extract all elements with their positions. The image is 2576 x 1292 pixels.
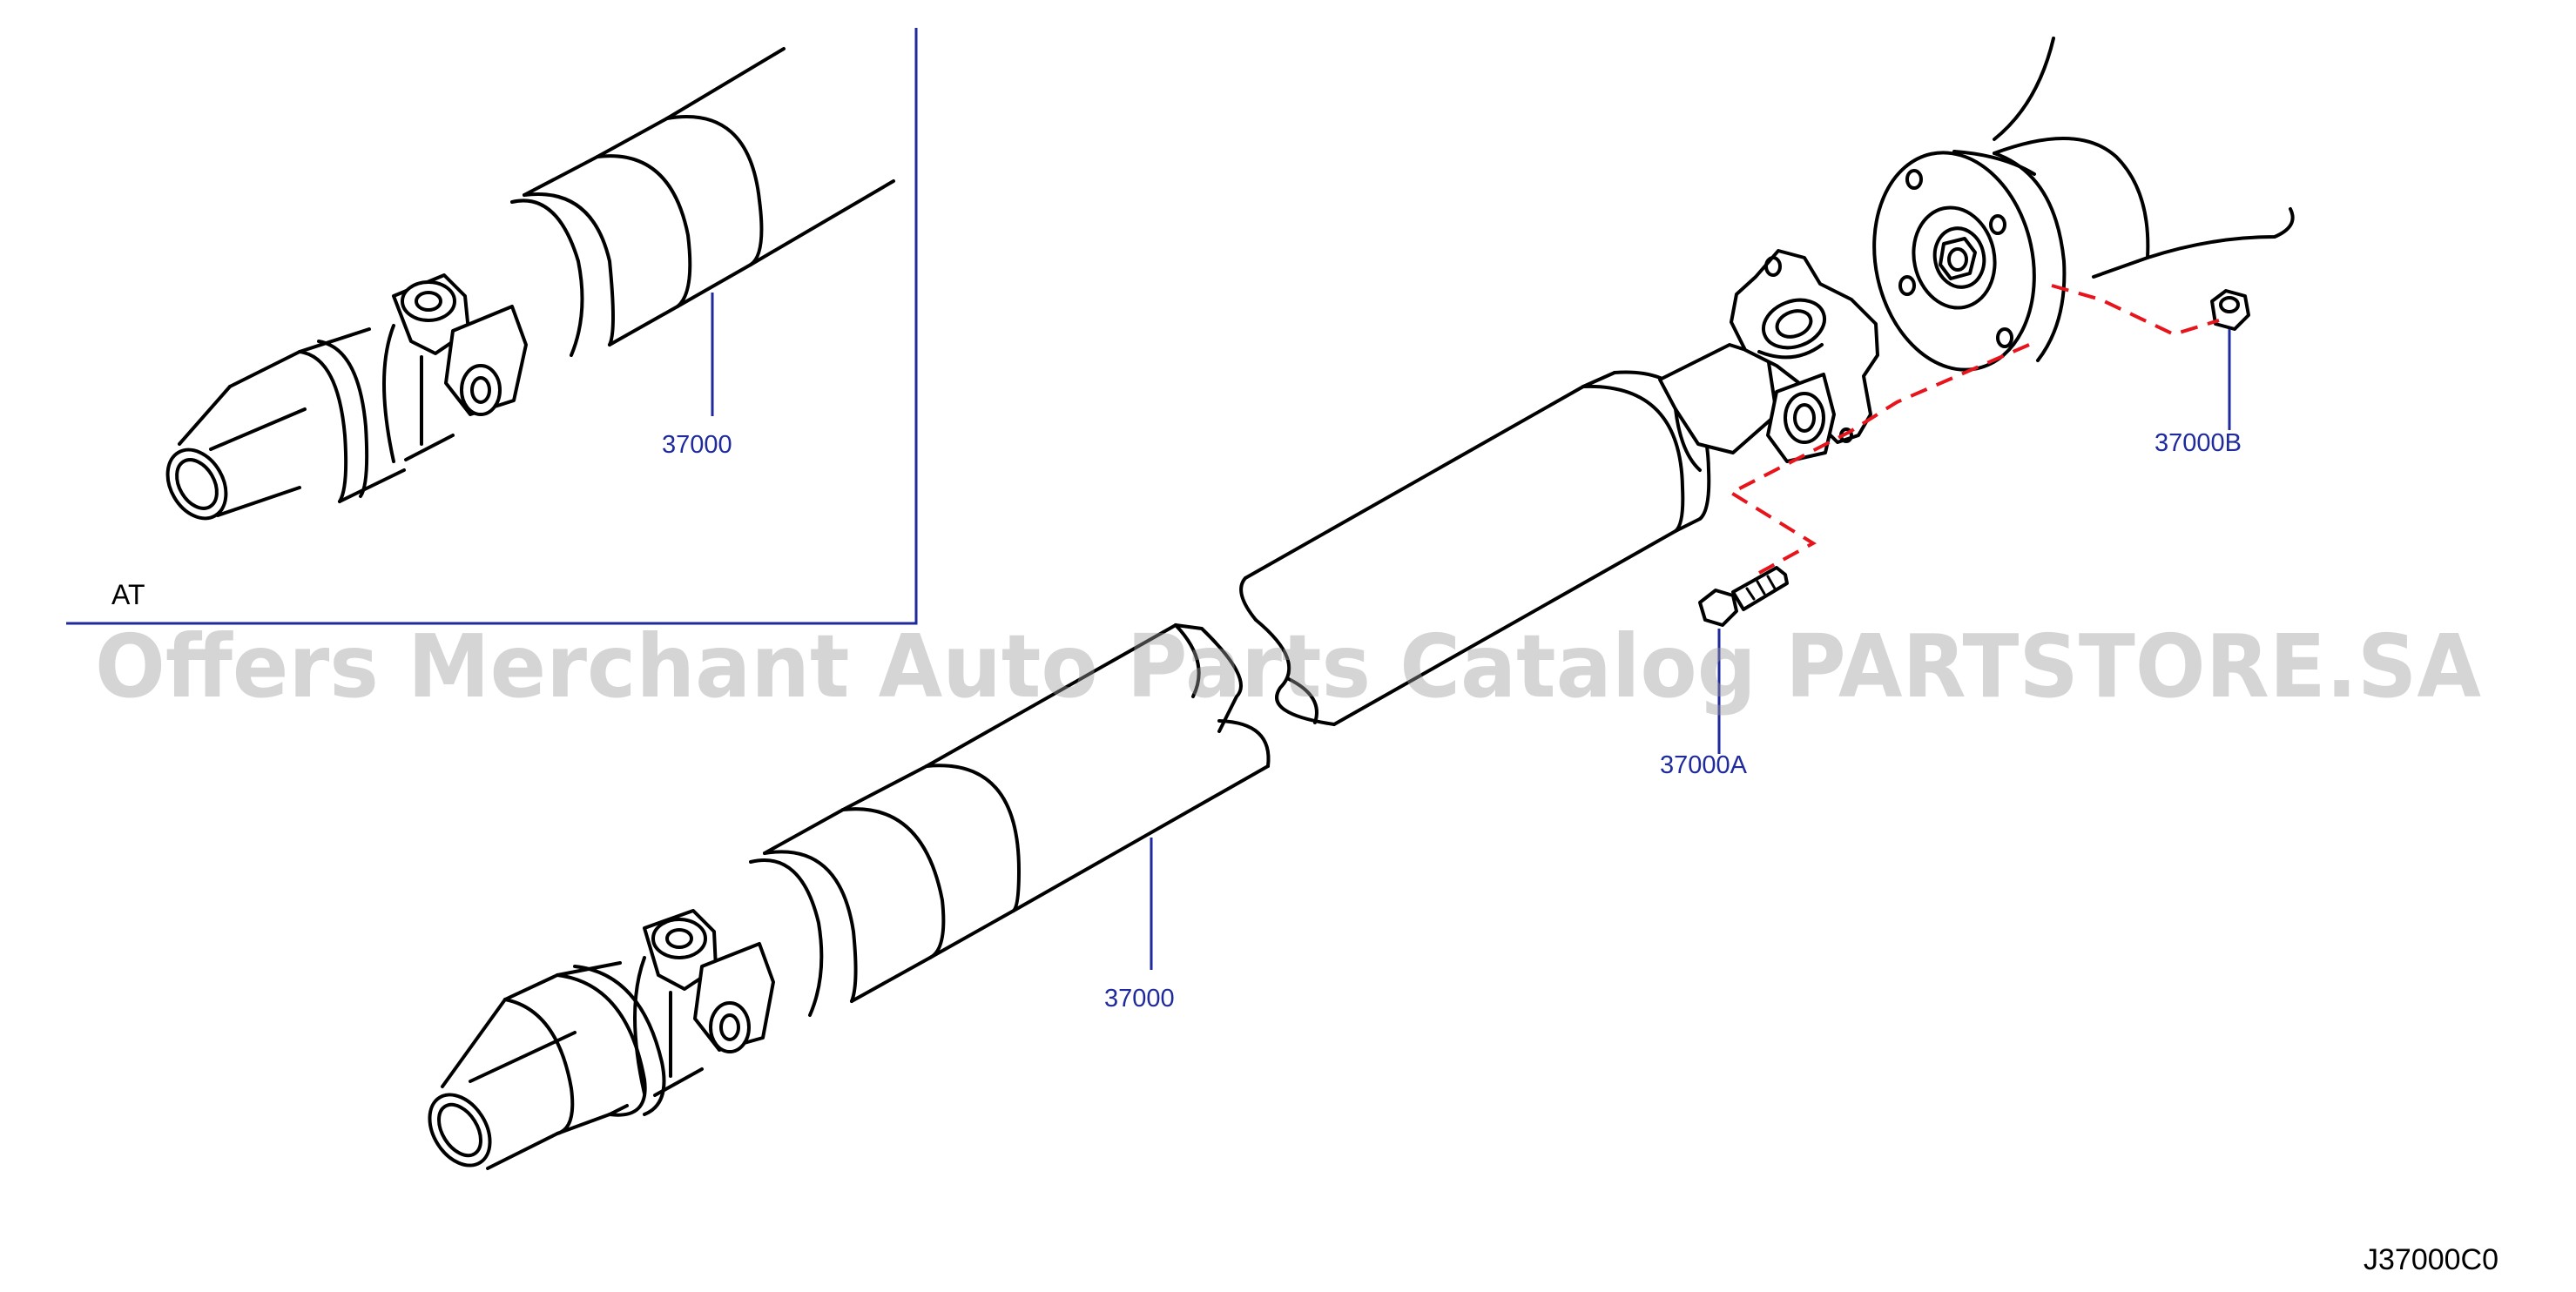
inset-callout: 37000 (662, 431, 732, 459)
bolt-callout: 37000A (1660, 751, 1748, 779)
flange-nut (2210, 289, 2250, 331)
main-propeller-shaft (428, 370, 1711, 1170)
shaft-callout: 37000 (1104, 985, 1175, 1013)
differential-flange (1872, 37, 2295, 372)
flange-bolt (1698, 566, 1789, 627)
inset-panel: 37000 AT (66, 28, 918, 625)
inset-propeller-shaft (165, 47, 895, 521)
nut-callout: 37000B (2155, 429, 2242, 457)
inset-frame (66, 28, 918, 625)
nut-link-line (2051, 284, 2220, 337)
figure-code: J37000C0 (2364, 1243, 2498, 1276)
watermark: Offers Merchant Auto Parts Catalog PARTS… (95, 616, 2481, 717)
inset-variant-label: AT (111, 579, 145, 610)
shaft-flange-yoke (1658, 249, 1879, 472)
bolt-link-line (1727, 343, 2030, 575)
